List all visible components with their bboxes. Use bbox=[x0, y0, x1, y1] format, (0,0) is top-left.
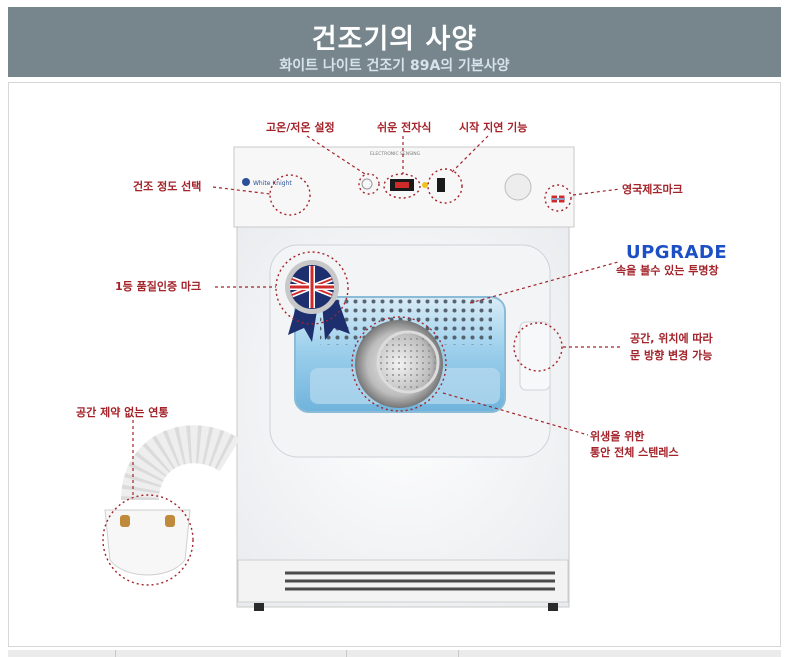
callout-markers bbox=[102, 168, 572, 586]
vent-hose bbox=[104, 425, 241, 576]
callout-window: 속을 볼수 있는 투명창 bbox=[616, 264, 719, 277]
callout-dryness: 건조 정도 선택 bbox=[133, 180, 202, 193]
leader-lines bbox=[132, 135, 622, 497]
callout-electronic-panel: 쉬운 전자식 bbox=[377, 121, 432, 134]
callout-drum-line1: 위생을 위한 bbox=[590, 430, 645, 443]
callout-door-line1: 공간, 위치에 따라 bbox=[630, 332, 713, 345]
bottom-divider bbox=[458, 650, 459, 657]
callout-quality-mark: 1등 품질인증 마크 bbox=[115, 280, 202, 293]
stainless-drum bbox=[355, 320, 443, 408]
bottom-divider bbox=[115, 650, 116, 657]
callout-delay-start: 시작 지연 기능 bbox=[459, 121, 528, 134]
brand-logo-text: White Knight bbox=[253, 180, 292, 187]
bottom-divider bbox=[346, 650, 347, 657]
banner-subtitle: 화이트 나이트 건조기 89A의 기본사양 bbox=[279, 58, 510, 74]
bottom-tab-strip bbox=[8, 650, 781, 657]
control-panel: White Knight ELECTRONIC SENSING bbox=[233, 146, 575, 228]
upgrade-label: UPGRADE bbox=[626, 242, 728, 263]
callout-temperature: 고온/저온 설정 bbox=[266, 121, 335, 134]
quality-badge-icon bbox=[285, 260, 350, 342]
control-label: ELECTRONIC SENSING bbox=[370, 151, 421, 157]
banner-title: 건조기의 사양 bbox=[311, 24, 478, 55]
title-banner: 건조기의 사양 화이트 나이트 건조기 89A의 기본사양 bbox=[8, 7, 781, 77]
callout-vent: 공간 제약 없는 연통 bbox=[76, 406, 169, 419]
callout-uk-mark: 영국제조마크 bbox=[622, 183, 683, 196]
callout-door-line2: 문 방향 변경 가능 bbox=[630, 349, 713, 362]
callout-drum-line2: 통안 전체 스텐레스 bbox=[590, 446, 679, 459]
